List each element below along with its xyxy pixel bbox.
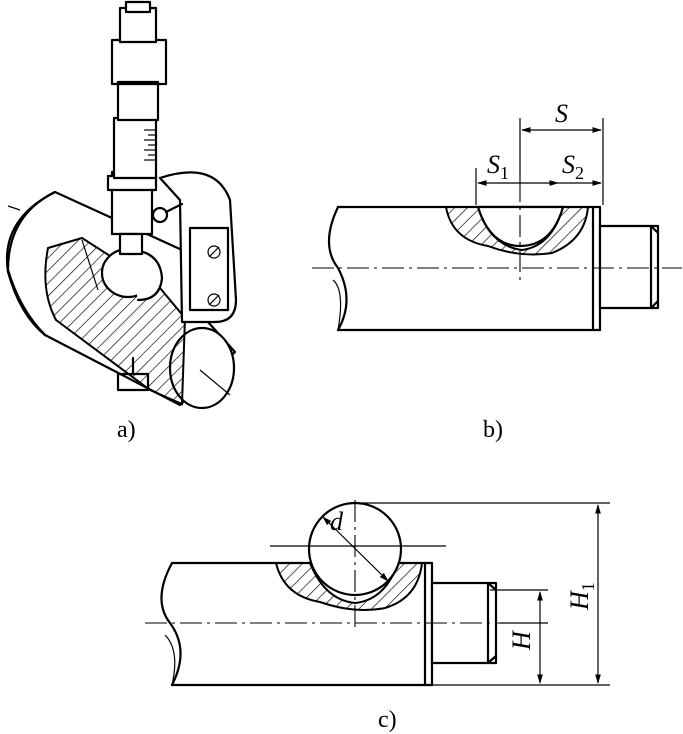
micrometer-frame [151,171,238,324]
panel-a-isometric-setup: a) [5,0,238,443]
dimension-h1-label: H1 [565,582,598,611]
slot-cross-section-c [274,562,424,611]
dimension-s1-s2: S1 S2 [475,150,602,205]
bottom-adjust-knob [116,356,150,392]
panel-b-side-view: S S1 S2 b) [312,99,682,443]
dimension-s2-label: S2 [562,150,584,183]
ball-diameter-label: d [330,507,344,536]
panel-c-height-view: d H H1 c) [145,500,610,733]
panel-a-caption: a) [117,417,136,443]
micrometer-spindle [106,0,168,256]
dimension-h: H [507,591,543,684]
panel-c-caption: c) [378,707,397,733]
dimension-h1: H1 [565,504,601,684]
shaft-end-stub [598,224,660,310]
dimension-h-label: H [507,630,536,651]
dimension-s1-label: S1 [487,150,509,183]
dimension-s: S [519,99,604,205]
panel-b-caption: b) [483,417,503,443]
dimension-s-label: S [555,99,568,128]
slot-cross-section [444,205,590,256]
measuring-ball [100,247,164,302]
